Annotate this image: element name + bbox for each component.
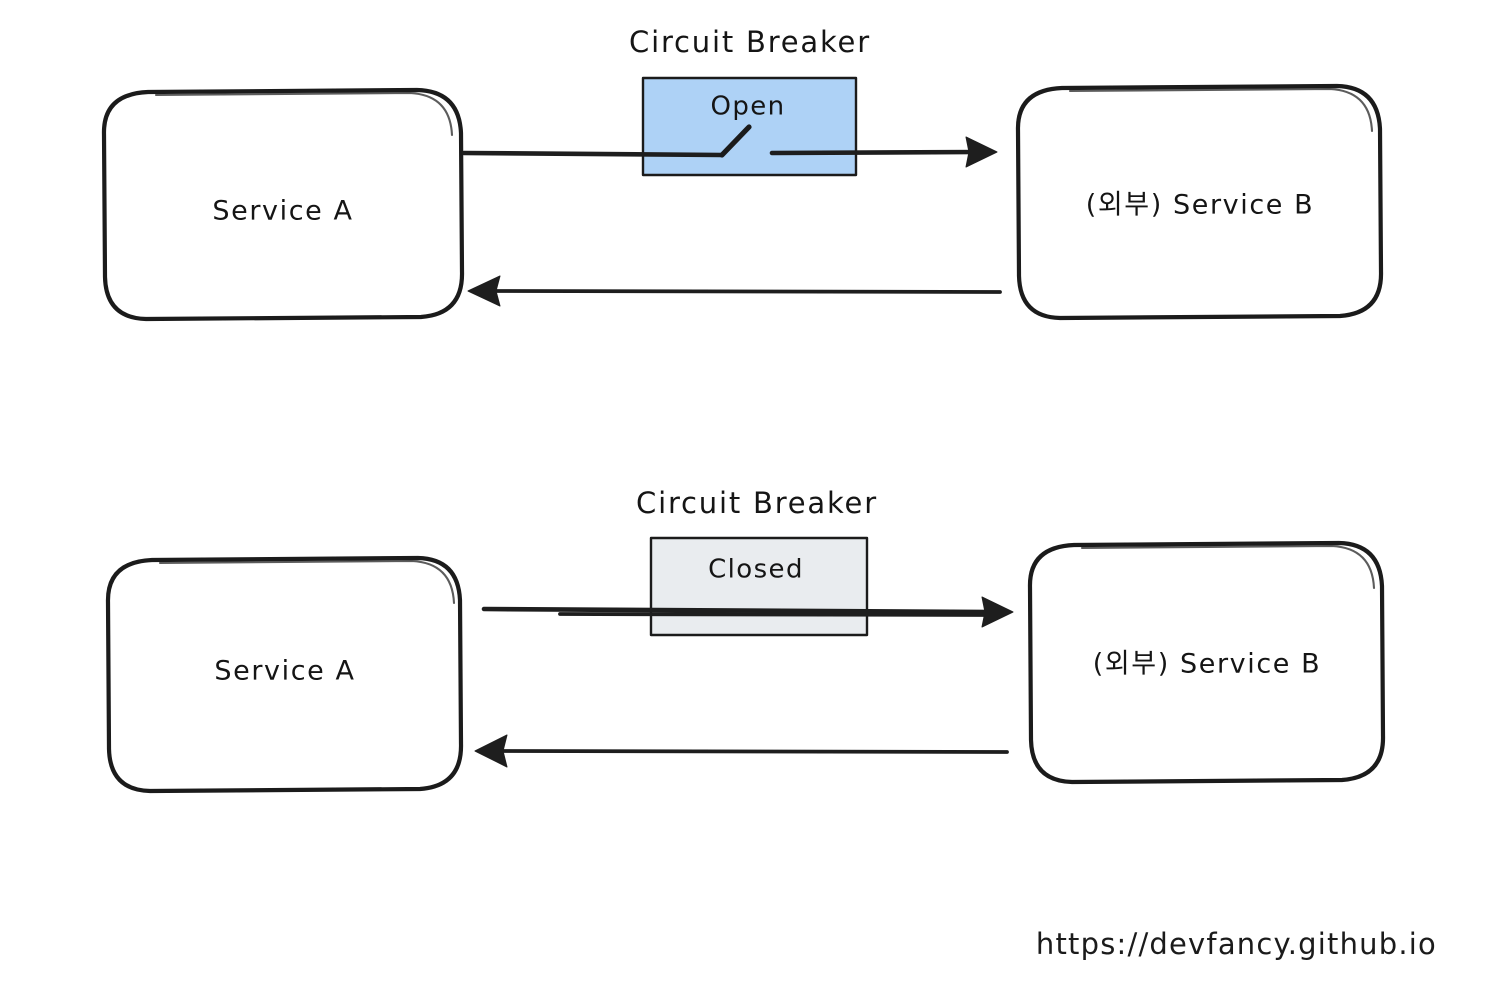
breaker-caption-open: Circuit Breaker: [629, 25, 871, 59]
node-service-b-open[interactable]: (외부) Service B: [1015, 83, 1384, 321]
node-service-b-closed-shape: [1027, 540, 1386, 785]
node-service-a-closed-sketch: [158, 559, 456, 605]
node-service-b-open-shape: [1015, 83, 1384, 321]
node-service-b-closed[interactable]: (외부) Service B: [1027, 540, 1386, 785]
request-arrowhead-open: [965, 136, 998, 168]
section-closed-state: Circuit Breaker Service A (외부) Service B…: [105, 486, 1386, 794]
node-service-b-open-label: (외부) Service B: [1086, 190, 1315, 221]
request-wire-open-right: [769, 149, 981, 156]
request-wire-open-left: [461, 150, 725, 158]
response-arrowhead-open: [467, 275, 501, 307]
node-service-b-closed-sketch: [1080, 544, 1376, 590]
response-wire-open: [467, 275, 1002, 307]
response-wire-open-line: [489, 289, 1002, 294]
response-wire-closed: [474, 734, 1009, 768]
breaker-switch-blade-open: [719, 124, 752, 158]
breaker-caption-closed: Circuit Breaker: [636, 486, 878, 520]
node-service-b-closed-label: (외부) Service B: [1093, 649, 1322, 680]
node-service-a-closed-label: Service A: [214, 656, 355, 687]
response-arrowhead-closed: [474, 734, 508, 768]
request-wire-closed-line: [481, 606, 996, 615]
node-service-a-open[interactable]: Service A: [101, 87, 465, 322]
request-arrowhead-closed: [981, 596, 1014, 628]
watermark-url: https://devfancy.github.io: [1036, 927, 1437, 961]
breaker-box-closed[interactable]: Closed: [649, 536, 869, 637]
breaker-state-label-closed: Closed: [708, 555, 804, 585]
section-open-state: Circuit Breaker Service A (외부) Service B…: [101, 25, 1384, 322]
node-service-b-open-sketch: [1068, 87, 1374, 133]
request-wire-closed: [481, 596, 1014, 628]
response-wire-closed-line: [496, 749, 1009, 754]
breaker-box-closed-rect: [649, 536, 869, 637]
request-wire-open: [461, 124, 998, 168]
node-service-a-closed[interactable]: Service A: [105, 555, 464, 794]
breaker-state-label-open: Open: [710, 92, 785, 122]
node-service-a-open-shape: [101, 87, 465, 322]
node-service-a-closed-shape: [105, 555, 464, 794]
node-service-a-open-sketch: [154, 91, 454, 137]
node-service-a-open-label: Service A: [212, 196, 353, 227]
request-wire-closed-line-overdraw: [558, 612, 992, 617]
